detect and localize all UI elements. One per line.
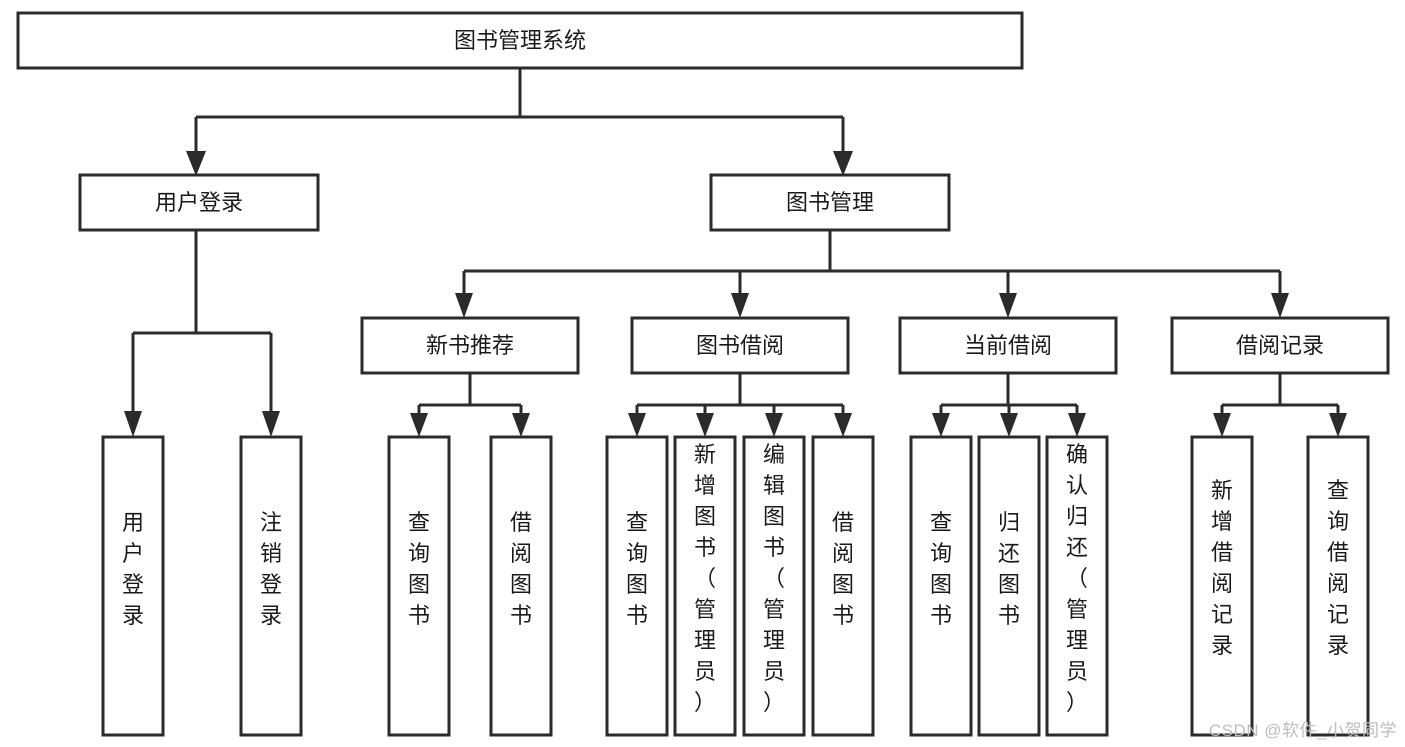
node-book-manage-label: 图书管理	[786, 190, 874, 215]
node-book-borrow-label: 图书借阅	[696, 333, 784, 358]
leaf-add-record-box[interactable]	[1190, 435, 1254, 737]
leaf-borrow-book-1[interactable]: 借阅图书	[489, 435, 553, 737]
leaf-add-record[interactable]: 新增借阅记录	[1190, 435, 1254, 737]
leaf-confirm-return-box[interactable]	[1045, 435, 1109, 737]
leaf-query-record-label: 查询借阅记录	[1327, 478, 1349, 658]
leaf-edit-book[interactable]: 编辑图书（管理员）	[742, 435, 806, 737]
leaf-query-book-2-box[interactable]	[605, 435, 669, 737]
leaf-borrow-book-1-label: 借阅图书	[510, 510, 532, 628]
leaf-add-record-label: 新增借阅记录	[1211, 478, 1233, 658]
node-root-box[interactable]	[16, 11, 1024, 70]
leaf-add-book-box[interactable]	[673, 435, 737, 737]
node-new-book-recommend-box[interactable]	[360, 316, 580, 375]
leaf-confirm-return[interactable]: 确认归还（管理员）	[1045, 435, 1109, 737]
leaf-query-book-1-box[interactable]	[387, 435, 451, 737]
arrow-leaf-query-book-3	[932, 413, 950, 437]
node-borrow-record[interactable]: 借阅记录	[1170, 316, 1390, 375]
leaf-edit-book-box[interactable]	[742, 435, 806, 737]
csdn-watermark: CSDN @软件_小贺同学	[1208, 721, 1397, 740]
leaf-user-login[interactable]: 用户登录	[101, 435, 165, 737]
leaf-user-logout-box[interactable]	[239, 435, 303, 737]
leaf-add-book[interactable]: 新增图书（管理员）	[673, 435, 737, 737]
arrow-leaf-add-book	[696, 413, 714, 437]
node-user-login-label: 用户登录	[155, 190, 243, 215]
arrow-to-new-book	[455, 293, 473, 318]
leaf-add-book-label: 新增图书（管理员）	[694, 442, 716, 715]
leaf-query-book-2[interactable]: 查询图书	[605, 435, 669, 737]
node-new-book-recommend[interactable]: 新书推荐	[360, 316, 580, 375]
leaf-user-logout-label: 注销登录	[260, 510, 282, 628]
node-root[interactable]: 图书管理系统	[16, 11, 1024, 70]
arrow-leaf-borrow-book-2	[834, 413, 852, 437]
node-book-manage-box[interactable]	[709, 173, 951, 232]
leaf-return-book-label: 归还图书	[998, 510, 1020, 628]
leaf-query-book-1-label: 查询图书	[408, 510, 430, 628]
arrow-to-book-borrow	[731, 293, 749, 318]
arrow-leaf-user-logout	[262, 411, 280, 437]
leaf-confirm-return-label: 确认归还（管理员）	[1066, 442, 1088, 715]
leaf-query-record-box[interactable]	[1306, 435, 1370, 737]
leaf-query-book-3[interactable]: 查询图书	[909, 435, 973, 737]
node-book-borrow-box[interactable]	[630, 316, 850, 375]
node-root-label: 图书管理系统	[454, 28, 586, 53]
leaf-borrow-book-2[interactable]: 借阅图书	[811, 435, 875, 737]
leaf-return-book-box[interactable]	[977, 435, 1041, 737]
arrow-to-borrow-record	[1271, 293, 1289, 318]
arrow-leaf-edit-book	[765, 413, 783, 437]
leaf-query-book-3-label: 查询图书	[930, 510, 952, 628]
arrow-leaf-query-book-1	[410, 413, 428, 437]
node-user-login-box[interactable]	[78, 173, 320, 232]
arrow-leaf-query-book-2	[628, 413, 646, 437]
arrow-leaf-add-record	[1213, 413, 1231, 437]
leaf-query-record[interactable]: 查询借阅记录	[1306, 435, 1370, 737]
arrow-leaf-confirm-return	[1068, 413, 1086, 437]
leaf-query-book-2-label: 查询图书	[626, 510, 648, 628]
node-current-borrow-label: 当前借阅	[964, 333, 1052, 358]
leaf-return-book[interactable]: 归还图书	[977, 435, 1041, 737]
node-user-login[interactable]: 用户登录	[78, 173, 320, 232]
arrow-leaf-borrow-book-1	[512, 413, 530, 437]
node-current-borrow-box[interactable]	[898, 316, 1118, 375]
leaf-user-login-box[interactable]	[101, 435, 165, 737]
leaf-borrow-book-2-box[interactable]	[811, 435, 875, 737]
connector-layer	[124, 68, 1347, 437]
leaf-edit-book-label: 编辑图书（管理员）	[763, 442, 785, 715]
arrow-to-current-borrow	[999, 293, 1017, 318]
leaf-query-book-3-box[interactable]	[909, 435, 973, 737]
leaf-query-book-1[interactable]: 查询图书	[387, 435, 451, 737]
arrow-leaf-return-book	[1000, 413, 1018, 437]
leaf-borrow-book-2-label: 借阅图书	[832, 510, 854, 628]
node-borrow-record-box[interactable]	[1170, 316, 1390, 375]
arrow-to-user-login	[186, 151, 206, 176]
node-current-borrow[interactable]: 当前借阅	[898, 316, 1118, 375]
node-borrow-record-label: 借阅记录	[1236, 333, 1324, 358]
arrow-leaf-query-record	[1329, 413, 1347, 437]
arrow-to-book-manage	[833, 151, 853, 176]
node-book-borrow[interactable]: 图书借阅	[630, 316, 850, 375]
leaf-borrow-book-1-box[interactable]	[489, 435, 553, 737]
node-new-book-recommend-label: 新书推荐	[426, 333, 514, 358]
leaf-user-login-label: 用户登录	[122, 510, 144, 628]
leaf-user-logout[interactable]: 注销登录	[239, 435, 303, 737]
arrow-leaf-user-login	[124, 411, 142, 437]
node-book-manage[interactable]: 图书管理	[709, 173, 951, 232]
